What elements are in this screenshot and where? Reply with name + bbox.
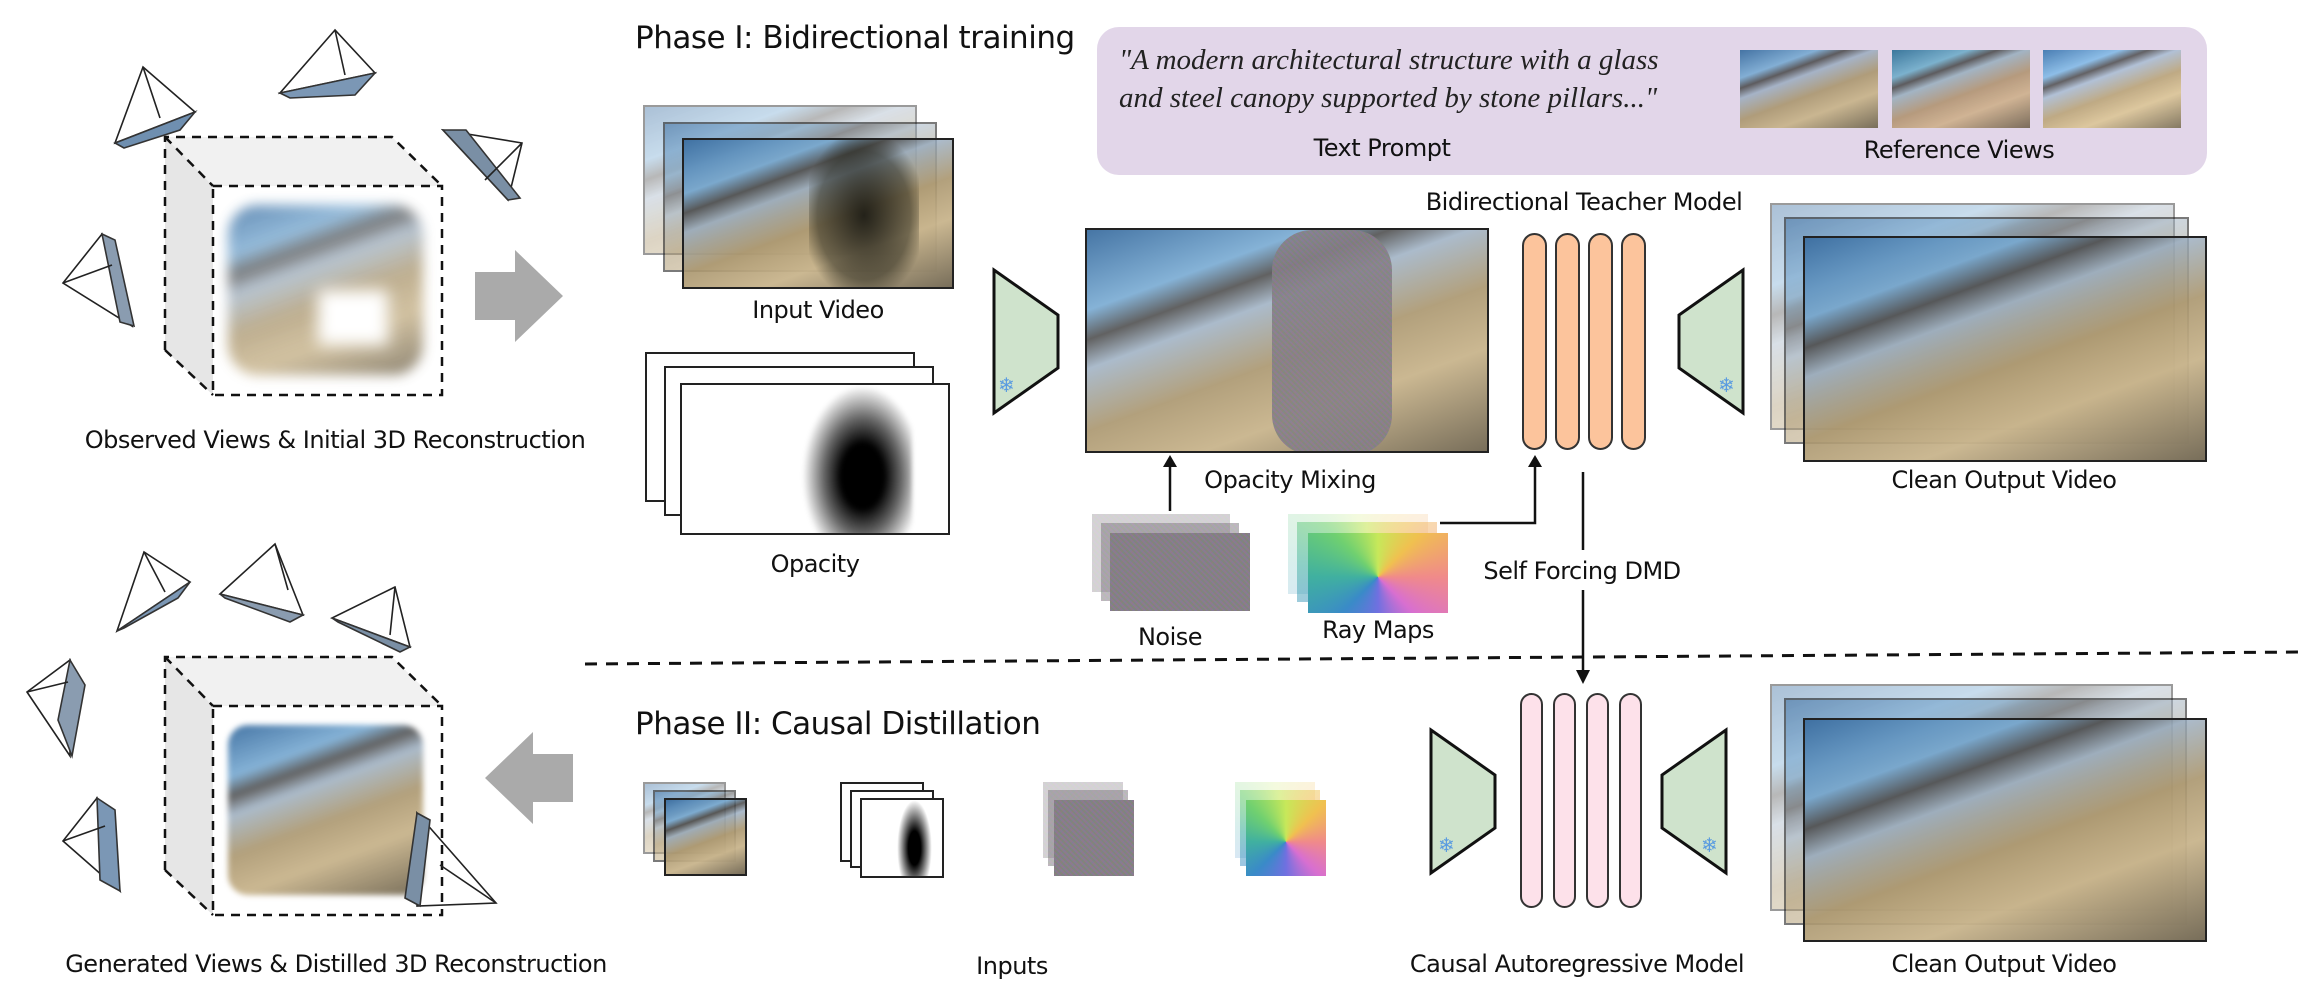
- reference-view-3: [2043, 50, 2181, 128]
- causal-decoder: [1660, 727, 1728, 876]
- text-prompt-label: Text Prompt: [1313, 134, 1451, 162]
- distilled-reconstruction-cube: [163, 655, 444, 917]
- teacher-block-1: [1522, 233, 1547, 450]
- teacher-block-3: [1588, 233, 1613, 450]
- text-prompt: "A modern architectural structure with a…: [1119, 41, 1659, 117]
- camera-icon: [218, 542, 306, 623]
- prompt-line-1: "A modern architectural structure with a…: [1119, 44, 1659, 76]
- reference-view-1: [1740, 50, 1878, 128]
- vae-encoder: [992, 267, 1060, 416]
- causal-encoder: [1429, 727, 1497, 876]
- backward-arrow-icon: [485, 732, 573, 824]
- input-video-frame-front: [682, 138, 954, 289]
- camera-frustums-observed: [61, 28, 523, 328]
- p2-opacity-frame-front: [860, 798, 944, 878]
- snowflake-icon: ❄: [1718, 373, 1735, 397]
- camera-icon: [115, 550, 192, 633]
- raymap-connector-arrow: [1440, 455, 1542, 525]
- input-video-label: Input Video: [752, 296, 884, 324]
- p2-raymap-frame-front: [1246, 800, 1326, 876]
- causal-model-label: Causal Autoregressive Model: [1409, 950, 1745, 978]
- p2-clean-output-frame-front: [1803, 718, 2207, 942]
- noise-frame-front: [1110, 533, 1250, 611]
- noise-label: Noise: [1137, 623, 1203, 651]
- vae-decoder: [1677, 267, 1745, 416]
- prompt-panel: "A modern architectural structure with a…: [1097, 27, 2207, 175]
- reference-view-2: [1892, 50, 2030, 128]
- opacity-frame-front: [680, 383, 950, 535]
- phase2-title: Phase II: Causal Distillation: [635, 706, 1041, 742]
- teacher-model-label: Bidirectional Teacher Model: [1425, 188, 1743, 216]
- causal-block-4: [1619, 693, 1642, 908]
- reconstruction-hole: [318, 290, 388, 345]
- camera-icon: [277, 28, 378, 99]
- ray-maps-label: Ray Maps: [1322, 616, 1434, 644]
- camera-icon: [61, 796, 122, 894]
- opacity-label: Opacity: [770, 550, 860, 578]
- raymap-frame-front: [1308, 533, 1448, 613]
- observed-views-caption: Observed Views & Initial 3D Reconstructi…: [84, 426, 586, 454]
- forward-arrow-icon: [475, 250, 563, 342]
- snowflake-icon: ❄: [1438, 833, 1455, 857]
- distilled-reconstruction-image: [228, 725, 423, 895]
- camera-icon: [329, 585, 413, 653]
- self-forcing-dmd-label: Self Forcing DMD: [1483, 557, 1681, 585]
- snowflake-icon: ❄: [1701, 833, 1718, 857]
- camera-icon: [61, 232, 136, 328]
- p2-noise-frame-front: [1054, 800, 1134, 876]
- snowflake-icon: ❄: [998, 373, 1015, 397]
- initial-reconstruction-cube: [163, 135, 444, 397]
- clean-output-label-phase1: Clean Output Video: [1891, 466, 2117, 494]
- reference-views-label: Reference Views: [1863, 136, 2055, 164]
- teacher-block-4: [1621, 233, 1646, 450]
- opacity-mixing-label: Opacity Mixing: [1204, 466, 1376, 494]
- teacher-block-2: [1555, 233, 1580, 450]
- phase1-title: Phase I: Bidirectional training: [635, 20, 1075, 56]
- p2-video-frame-front: [664, 798, 747, 876]
- clean-output-frame-front: [1803, 236, 2207, 462]
- camera-icon: [113, 65, 198, 149]
- camera-frustums-generated: [25, 542, 498, 908]
- causal-block-2: [1553, 693, 1576, 908]
- opacity-mixed-image: [1085, 228, 1489, 453]
- camera-icon: [440, 128, 523, 202]
- clean-output-label-phase2: Clean Output Video: [1891, 950, 2117, 978]
- inputs-label: Inputs: [976, 952, 1048, 980]
- mixing-arrow: [1163, 455, 1177, 511]
- generated-views-caption: Generated Views & Distilled 3D Reconstru…: [65, 950, 607, 978]
- prompt-line-2: and steel canopy supported by stone pill…: [1119, 82, 1658, 114]
- self-forcing-line: [1576, 472, 1590, 684]
- causal-block-3: [1586, 693, 1609, 908]
- camera-icon: [25, 657, 86, 759]
- camera-icon: [404, 810, 498, 908]
- causal-block-1: [1520, 693, 1543, 908]
